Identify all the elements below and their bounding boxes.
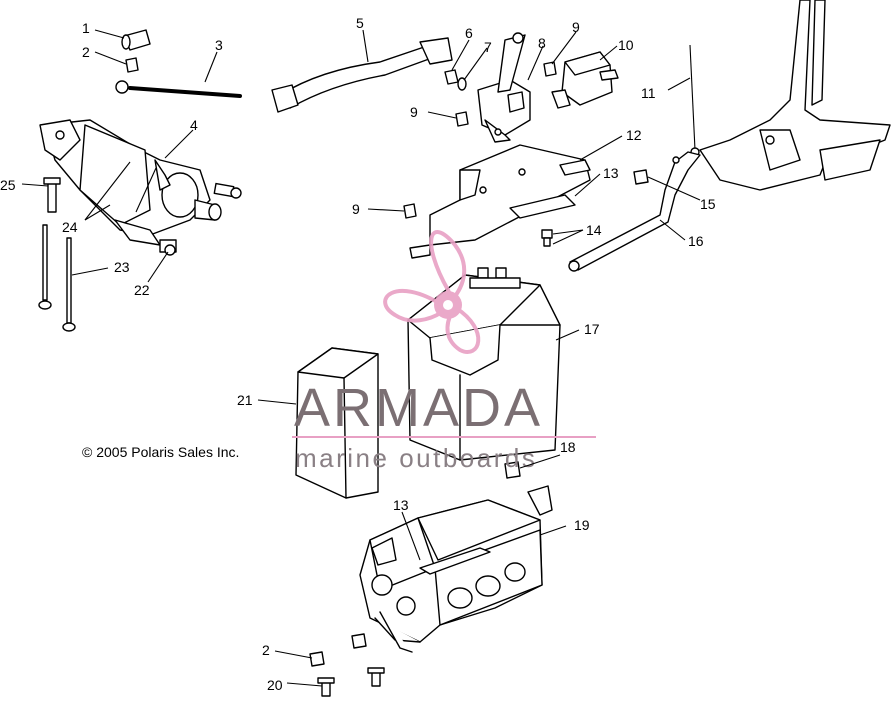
callout-16: 16 <box>688 233 704 249</box>
callout-2-bottom: 2 <box>262 642 270 658</box>
item-15-nut <box>633 169 649 185</box>
item-16-hold-down-strap <box>568 151 701 272</box>
item-12-bracket <box>409 144 591 259</box>
callout-9-left: 9 <box>352 201 360 217</box>
watermark-brand: ARMADA <box>294 378 543 438</box>
item-18-nut <box>504 461 521 479</box>
callout-19: 19 <box>574 517 590 533</box>
callout-6: 6 <box>465 25 473 41</box>
item-9-nut-top <box>543 61 557 77</box>
item-25-bolt <box>43 177 61 213</box>
item-8-solenoid <box>477 32 531 143</box>
item-6-nut <box>444 69 459 85</box>
item-11-rod <box>689 44 700 157</box>
hardware-nut-bottom <box>351 633 367 649</box>
callout-20: 20 <box>267 677 283 693</box>
callout-15: 15 <box>700 196 716 212</box>
callout-1: 1 <box>82 20 90 36</box>
callout-9-top: 9 <box>572 19 580 35</box>
item-10-relay <box>551 51 619 109</box>
callout-8: 8 <box>538 35 546 51</box>
leader-lines <box>21 29 701 687</box>
item-14-bolts <box>541 229 553 247</box>
callout-7: 7 <box>484 39 492 55</box>
item-7-washer <box>457 77 467 91</box>
callout-23: 23 <box>114 259 130 275</box>
callout-14: 14 <box>586 222 602 238</box>
callout-5: 5 <box>356 15 364 31</box>
frame-structure <box>699 0 891 191</box>
item-2-nut-bottom <box>309 651 325 667</box>
callout-17: 17 <box>584 321 600 337</box>
copyright-text: © 2005 Polaris Sales Inc. <box>82 444 239 460</box>
watermark-propeller-logo <box>383 230 481 354</box>
item-20-bolts <box>317 667 385 697</box>
item-9-nut-mid <box>455 111 469 127</box>
callout-4: 4 <box>190 117 198 133</box>
callout-13-top: 13 <box>603 165 619 181</box>
callout-11: 11 <box>641 85 656 101</box>
watermark: ARMADA marine outboards <box>292 230 596 473</box>
callout-22: 22 <box>134 282 150 298</box>
callout-10: 10 <box>618 37 634 53</box>
callout-13-bottom: 13 <box>393 497 409 513</box>
item-9-nut-left <box>403 203 417 219</box>
callout-2: 2 <box>82 44 90 60</box>
item-2-nut <box>125 57 139 73</box>
item-19-battery-box <box>359 485 553 653</box>
item-4-starter-motor <box>39 119 242 246</box>
callout-24: 24 <box>62 219 78 235</box>
item-13-pad-bottom <box>419 547 491 575</box>
callout-18: 18 <box>560 439 576 455</box>
item-13-pad-top <box>509 194 576 219</box>
callout-labels: 1 2 3 4 5 6 7 8 9 9 9 10 11 12 13 14 15 … <box>0 15 716 693</box>
item-21-box <box>295 347 379 499</box>
callout-9-mid: 9 <box>410 104 418 120</box>
item-1-cap <box>121 29 151 51</box>
callout-12: 12 <box>626 127 642 143</box>
callout-3: 3 <box>215 37 223 53</box>
callout-25: 25 <box>0 177 16 193</box>
item-23-straps <box>38 224 76 332</box>
callout-21: 21 <box>237 392 253 408</box>
watermark-tagline: marine outboards <box>295 443 537 473</box>
item-5-battery-cable <box>271 37 453 113</box>
item-3-cable <box>115 80 242 98</box>
